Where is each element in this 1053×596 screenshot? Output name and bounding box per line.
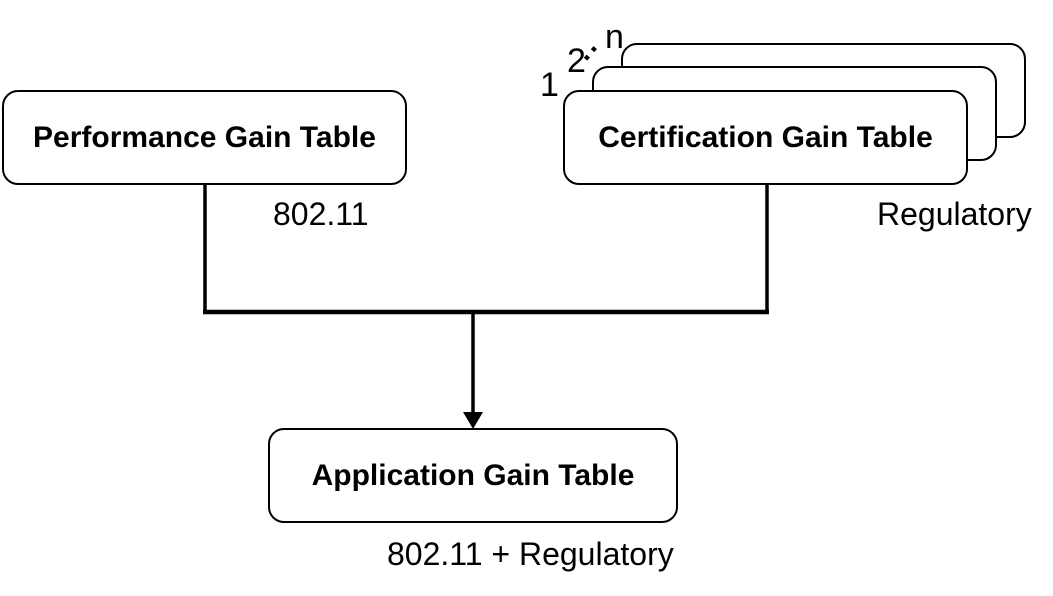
performance-box-title: Performance Gain Table bbox=[33, 120, 376, 154]
application-sublabel: 802.11 + Regulatory bbox=[387, 536, 674, 572]
certification-gain-table-box: Certification Gain Table bbox=[563, 90, 968, 185]
certification-sublabel: Regulatory bbox=[877, 196, 1032, 232]
application-gain-table-box: Application Gain Table bbox=[268, 428, 678, 523]
application-box-title: Application Gain Table bbox=[311, 458, 635, 492]
stack-index-n: n bbox=[605, 18, 624, 56]
performance-sublabel: 802.11 bbox=[273, 196, 369, 232]
certification-box-title: Certification Gain Table bbox=[598, 120, 933, 154]
stack-index-1: 1 bbox=[540, 66, 559, 104]
stack-index-2: 2 bbox=[567, 42, 586, 80]
arrow-head-icon bbox=[463, 412, 483, 429]
performance-gain-table-box: Performance Gain Table bbox=[2, 90, 407, 185]
